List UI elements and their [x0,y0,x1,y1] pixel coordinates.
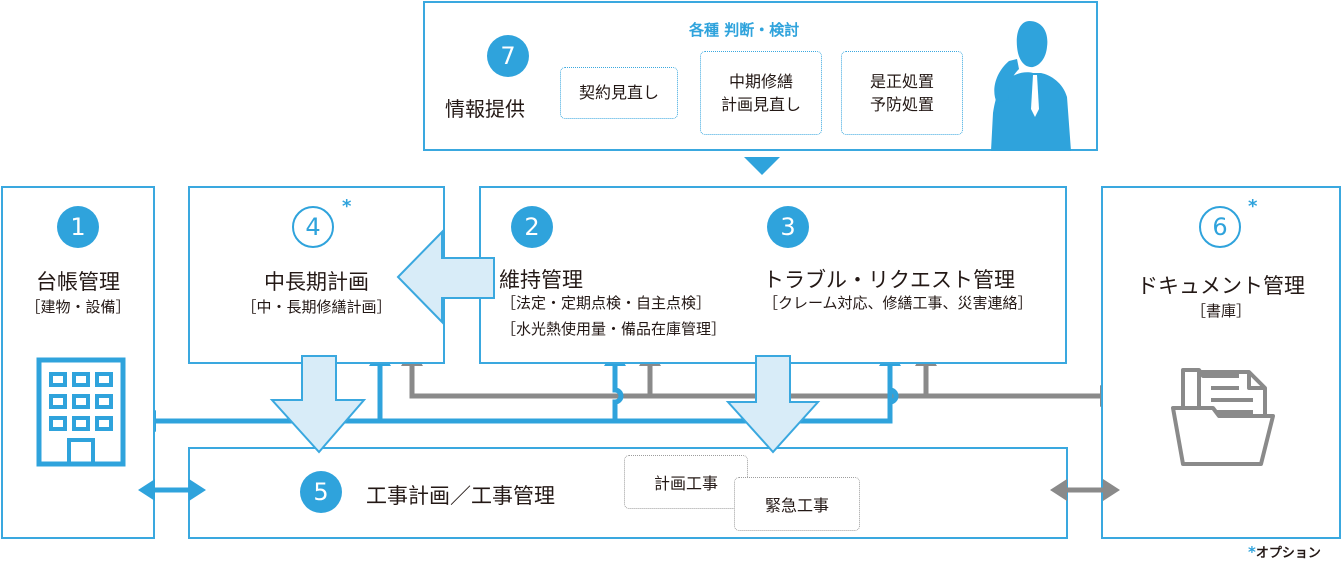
option-footnote: *オプション [1248,542,1321,561]
step-number-1: 1 [57,206,99,248]
document-sub: ［書庫］ [1190,302,1251,320]
gray-bus [409,362,1105,399]
down-arrow-trouble [725,355,821,454]
double-arrow-right [1050,479,1120,501]
maintenance-sub2: ［水光熱使用量・備品在庫管理］ [501,320,727,338]
footnote-star-icon: * [1248,543,1256,561]
step-number-3: 3 [767,206,809,248]
planned-work-tag: 計画工事 [624,455,748,509]
ledger-title: 台帳管理 [36,270,120,294]
businessman-icon [991,21,1071,151]
double-arrow-left [138,479,206,501]
document-management-box: 6 * ドキュメント管理 ［書庫］ [1101,186,1341,539]
long-term-plan-sub: ［中・長期修繕計画］ [241,298,392,316]
footnote-label: オプション [1255,546,1321,561]
building-icon [36,357,126,467]
ledger-sub: ［建物・設備］ [25,298,131,316]
down-arrow-plan [269,355,367,454]
ledger-management-box: 1 台帳管理 ［建物・設備］ [1,186,155,539]
long-term-plan-box: 4 * 中長期計画 ［中・長期修繕計画］ [188,186,445,364]
trouble-sub: ［クレーム対応、修繕工事、災害連絡］ [763,294,1033,312]
option-star-icon: * [342,196,352,217]
maintenance-sub1: ［法定・定期点検・自主点検］ [501,294,712,312]
maintenance-trouble-box: 2 維持管理 ［法定・定期点検・自主点検］ ［水光熱使用量・備品在庫管理］ 3 … [479,186,1067,364]
down-triangle-icon [744,157,780,175]
long-term-plan-title: 中長期計画 [264,270,369,294]
construction-title: 工事計画／工事管理 [366,484,555,508]
document-title: ドキュメント管理 [1137,274,1305,298]
info-panel: 7 情報提供 各種 判断・検討 契約見直し 中期修繕 計画見直し 是正処置 予防… [423,1,1098,151]
step-number-5: 5 [300,471,342,513]
info-label: 情報提供 [445,97,525,121]
step-number-7: 7 [487,35,529,77]
step-number-2: 2 [511,206,553,248]
decision-item-contract: 契約見直し [560,67,678,119]
decision-item-plan: 中期修繕 計画見直し [700,51,822,135]
blue-bus [150,362,899,424]
construction-box: 5 工事計画／工事管理 計画工事 緊急工事 [188,447,1068,539]
maintenance-title: 維持管理 [499,268,583,292]
decision-heading: 各種 判断・検討 [689,21,800,39]
emergency-work-tag: 緊急工事 [734,477,860,531]
option-star-icon: * [1248,196,1258,217]
left-arrow [396,229,495,325]
decision-item-corrective: 是正処置 予防処置 [841,51,963,135]
trouble-title: トラブル・リクエスト管理 [763,268,1015,292]
step-number-4: 4 [292,206,334,248]
step-number-6: 6 [1199,206,1241,248]
folder-icon [1171,368,1275,466]
